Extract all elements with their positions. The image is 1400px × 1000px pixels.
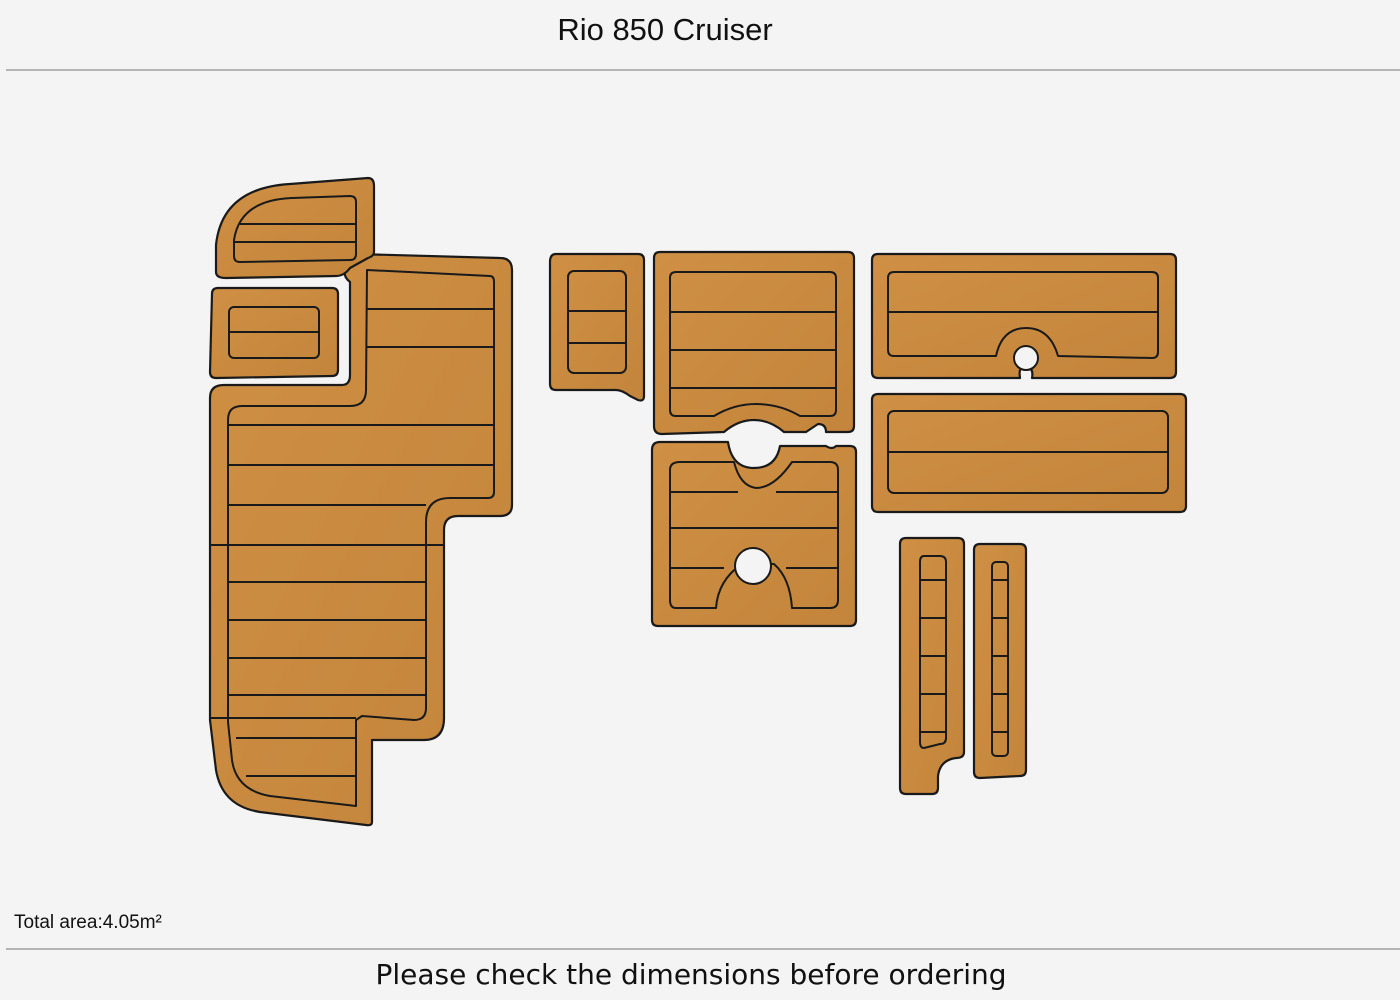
bottom-divider bbox=[6, 948, 1400, 950]
pad-cockpit-lower bbox=[650, 440, 858, 628]
pad-sunpad-lower bbox=[870, 392, 1188, 514]
pad-step-strip-1 bbox=[898, 536, 966, 796]
drawing-title: Rio 850 Cruiser bbox=[557, 12, 773, 47]
fitting-hole bbox=[734, 547, 772, 585]
total-area-label: Total area:4.05m² bbox=[14, 912, 162, 933]
pad-small-side bbox=[208, 286, 340, 380]
footer-note: Please check the dimensions before order… bbox=[375, 958, 1007, 991]
top-divider bbox=[6, 69, 1400, 71]
cleat-hole bbox=[1013, 345, 1039, 371]
pad-sunpad-upper bbox=[870, 252, 1178, 380]
pad-cockpit-upper bbox=[652, 250, 856, 436]
pad-step-strip-2 bbox=[972, 542, 1028, 780]
pad-bow-corner bbox=[214, 176, 376, 280]
pad-step bbox=[548, 252, 646, 402]
pad-main-deck bbox=[208, 252, 514, 827]
